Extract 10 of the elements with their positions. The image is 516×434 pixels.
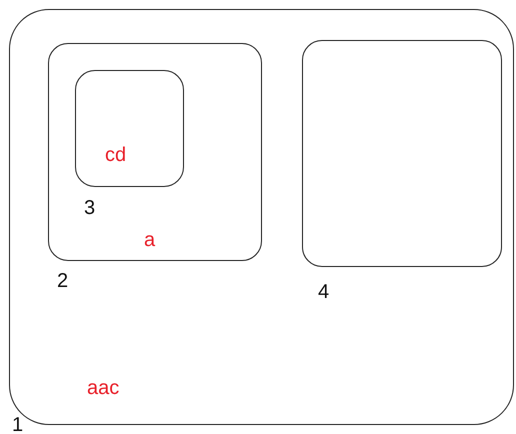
number-label: 2: [57, 270, 68, 292]
rounded-box: [48, 43, 262, 261]
rounded-box: [75, 70, 184, 187]
number-label: 3: [84, 197, 96, 219]
node-label: cd: [105, 144, 126, 166]
rounded-box: [302, 40, 502, 267]
node-label: aac: [87, 377, 120, 399]
number-label: 1: [12, 414, 24, 434]
number-label: 4: [318, 281, 330, 303]
node-label: a: [144, 229, 156, 251]
